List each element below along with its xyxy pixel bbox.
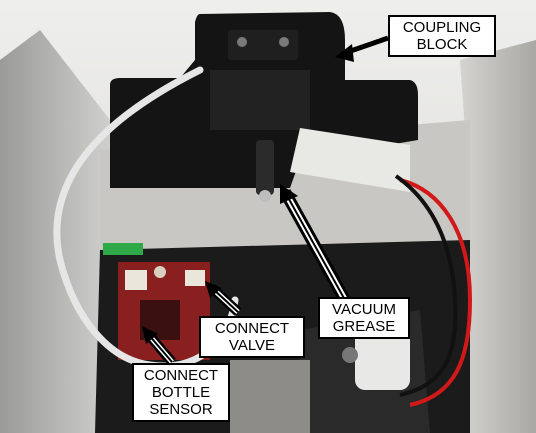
board-screw bbox=[154, 266, 166, 278]
red-wire bbox=[399, 178, 473, 407]
callout-line: COUPLING bbox=[402, 19, 482, 36]
callout-line: GREASE bbox=[332, 318, 396, 335]
callout-line: SENSOR bbox=[149, 401, 213, 418]
right-wall bbox=[460, 40, 536, 433]
callout-line: CONNECT bbox=[214, 320, 290, 337]
callout-line: VALVE bbox=[228, 337, 276, 354]
callout-line: BLOCK bbox=[416, 36, 468, 53]
arrow-connect-bottle-sensor bbox=[142, 326, 176, 366]
block-front-face bbox=[210, 70, 310, 130]
black-wire bbox=[394, 174, 458, 397]
block-screw-left bbox=[237, 37, 247, 47]
board-connector-left bbox=[125, 270, 147, 290]
nozzle-tip bbox=[259, 190, 271, 202]
block-plate bbox=[228, 30, 298, 60]
arrow-coupling-block bbox=[335, 35, 389, 62]
valve-nozzle bbox=[256, 140, 274, 195]
valve-connector bbox=[290, 128, 410, 192]
callout-line: VACUUM bbox=[332, 301, 396, 318]
callout-connect-bottle-sensor: CONNECT BOTTLE SENSOR bbox=[132, 363, 230, 422]
block-screw-right bbox=[279, 37, 289, 47]
callout-connect-valve: CONNECT VALVE bbox=[199, 316, 305, 358]
arrow-connect-valve bbox=[205, 281, 242, 316]
arrow-vacuum-grease bbox=[279, 184, 351, 303]
callout-line: BOTTLE bbox=[151, 384, 211, 401]
callout-line: CONNECT bbox=[143, 367, 219, 384]
board-connector-right bbox=[185, 270, 205, 286]
green-tab bbox=[103, 243, 143, 255]
metal-bracket bbox=[230, 360, 310, 433]
mount-screw bbox=[342, 347, 358, 363]
callout-vacuum-grease: VACUUM GREASE bbox=[318, 297, 410, 339]
callout-coupling-block: COUPLING BLOCK bbox=[388, 15, 496, 57]
